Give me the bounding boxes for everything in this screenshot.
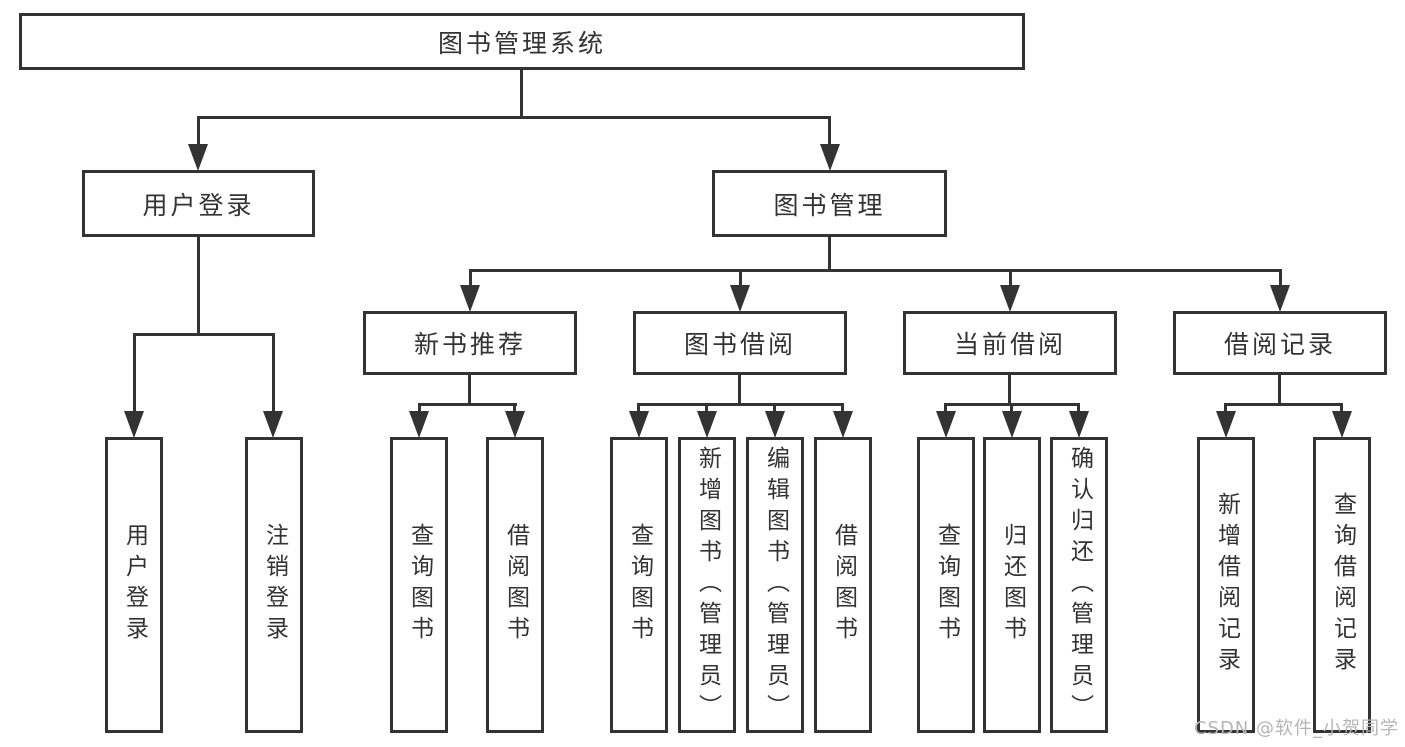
arrow-down-icon xyxy=(188,144,208,171)
node-query-books-borrowing-label: 查询图书 xyxy=(626,523,653,647)
arrow-down-icon xyxy=(730,285,750,312)
connector-line xyxy=(705,403,708,413)
connector-line xyxy=(418,403,517,406)
arrow-down-icon xyxy=(820,144,840,171)
connector-line xyxy=(1278,375,1281,406)
connector-line xyxy=(637,403,640,413)
node-query-books-current-label: 查询图书 xyxy=(933,523,960,647)
arrow-down-icon xyxy=(1000,285,1020,312)
connector-line xyxy=(828,116,831,146)
node-borrow-books-recommend: 借阅图书 xyxy=(486,437,544,733)
arrow-down-icon xyxy=(1002,411,1022,438)
node-query-borrow-record: 查询借阅记录 xyxy=(1313,437,1371,733)
connector-line xyxy=(469,269,472,289)
connector-line xyxy=(418,403,421,413)
arrow-down-icon xyxy=(263,411,283,438)
node-new-book-recommend-label: 新书推荐 xyxy=(413,330,526,359)
node-borrow-books: 借阅图书 xyxy=(814,437,872,733)
connector-line xyxy=(133,333,275,336)
connector-line xyxy=(828,237,831,272)
node-add-borrow-record-label: 新增借阅记录 xyxy=(1213,492,1240,678)
connector-line xyxy=(1009,269,1012,289)
arrow-down-icon xyxy=(1332,411,1352,438)
node-root-label: 图书管理系统 xyxy=(437,28,606,58)
arrow-down-icon xyxy=(936,411,956,438)
arrow-down-icon xyxy=(1216,411,1236,438)
arrow-down-icon xyxy=(124,411,144,438)
node-borrow-books-recommend-label: 借阅图书 xyxy=(502,523,529,647)
arrow-down-icon xyxy=(1069,411,1089,438)
connector-line xyxy=(773,403,776,413)
connector-line xyxy=(944,403,947,413)
node-edit-book-admin: 编辑图书（管理员） xyxy=(746,437,804,733)
node-add-borrow-record: 新增借阅记录 xyxy=(1197,437,1255,733)
node-book-management-label: 图书管理 xyxy=(773,190,886,220)
node-current-borrowing: 当前借阅 xyxy=(903,311,1117,375)
connector-line xyxy=(197,237,200,336)
node-borrow-books-label: 借阅图书 xyxy=(830,523,857,647)
connector-line xyxy=(738,375,741,406)
arrow-down-icon xyxy=(505,411,525,438)
arrow-down-icon xyxy=(765,411,785,438)
node-query-borrow-record-label: 查询借阅记录 xyxy=(1329,492,1356,678)
arrow-down-icon xyxy=(460,285,480,312)
node-logout: 注销登录 xyxy=(245,437,303,733)
connector-line xyxy=(739,269,742,289)
node-book-borrowing: 图书借阅 xyxy=(633,311,847,375)
node-add-book-admin-label: 新增图书（管理员） xyxy=(694,445,721,725)
node-login-label: 用户登录 xyxy=(121,523,148,647)
connector-line xyxy=(468,375,471,406)
node-confirm-return-admin-label: 确认归还（管理员） xyxy=(1066,445,1093,725)
node-login: 用户登录 xyxy=(105,437,163,733)
watermark-text: CSDN @软件_小贺同学 xyxy=(1193,718,1399,739)
node-return-book-label: 归还图书 xyxy=(999,523,1026,647)
arrow-down-icon xyxy=(697,411,717,438)
connector-line xyxy=(1224,403,1227,413)
arrow-down-icon xyxy=(409,411,429,438)
connector-line xyxy=(469,269,1282,272)
node-query-books-recommend: 查询图书 xyxy=(390,437,448,733)
connector-line xyxy=(1008,375,1011,406)
node-edit-book-admin-label: 编辑图书（管理员） xyxy=(762,445,789,725)
node-book-management: 图书管理 xyxy=(712,170,947,237)
node-query-books-current: 查询图书 xyxy=(917,437,975,733)
node-user-login: 用户登录 xyxy=(82,170,315,237)
connector-line xyxy=(197,116,831,119)
node-root: 图书管理系统 xyxy=(19,13,1025,70)
connector-line xyxy=(841,403,844,413)
node-confirm-return-admin: 确认归还（管理员） xyxy=(1050,437,1108,733)
node-query-books-borrowing: 查询图书 xyxy=(610,437,668,733)
connector-line xyxy=(1010,403,1013,413)
arrow-down-icon xyxy=(629,411,649,438)
connector-line xyxy=(133,333,136,413)
connector-line xyxy=(1224,403,1343,406)
node-add-book-admin: 新增图书（管理员） xyxy=(678,437,736,733)
arrow-down-icon xyxy=(1270,285,1290,312)
connector-line xyxy=(637,403,844,406)
connector-line xyxy=(272,333,275,413)
node-return-book: 归还图书 xyxy=(983,437,1041,733)
node-borrowing-records: 借阅记录 xyxy=(1173,311,1387,375)
node-book-borrowing-label: 图书借阅 xyxy=(683,330,796,359)
connector-line xyxy=(197,116,200,146)
connector-line xyxy=(1279,269,1282,289)
arrow-down-icon xyxy=(833,411,853,438)
node-current-borrowing-label: 当前借阅 xyxy=(953,330,1066,359)
node-query-books-recommend-label: 查询图书 xyxy=(406,523,433,647)
node-new-book-recommend: 新书推荐 xyxy=(363,311,577,375)
connector-line xyxy=(520,70,523,119)
connector-line xyxy=(513,403,516,413)
connector-line xyxy=(1340,403,1343,413)
connector-line xyxy=(1077,403,1080,413)
node-borrowing-records-label: 借阅记录 xyxy=(1223,330,1336,359)
node-logout-label: 注销登录 xyxy=(261,523,288,647)
node-user-login-label: 用户登录 xyxy=(142,190,255,220)
